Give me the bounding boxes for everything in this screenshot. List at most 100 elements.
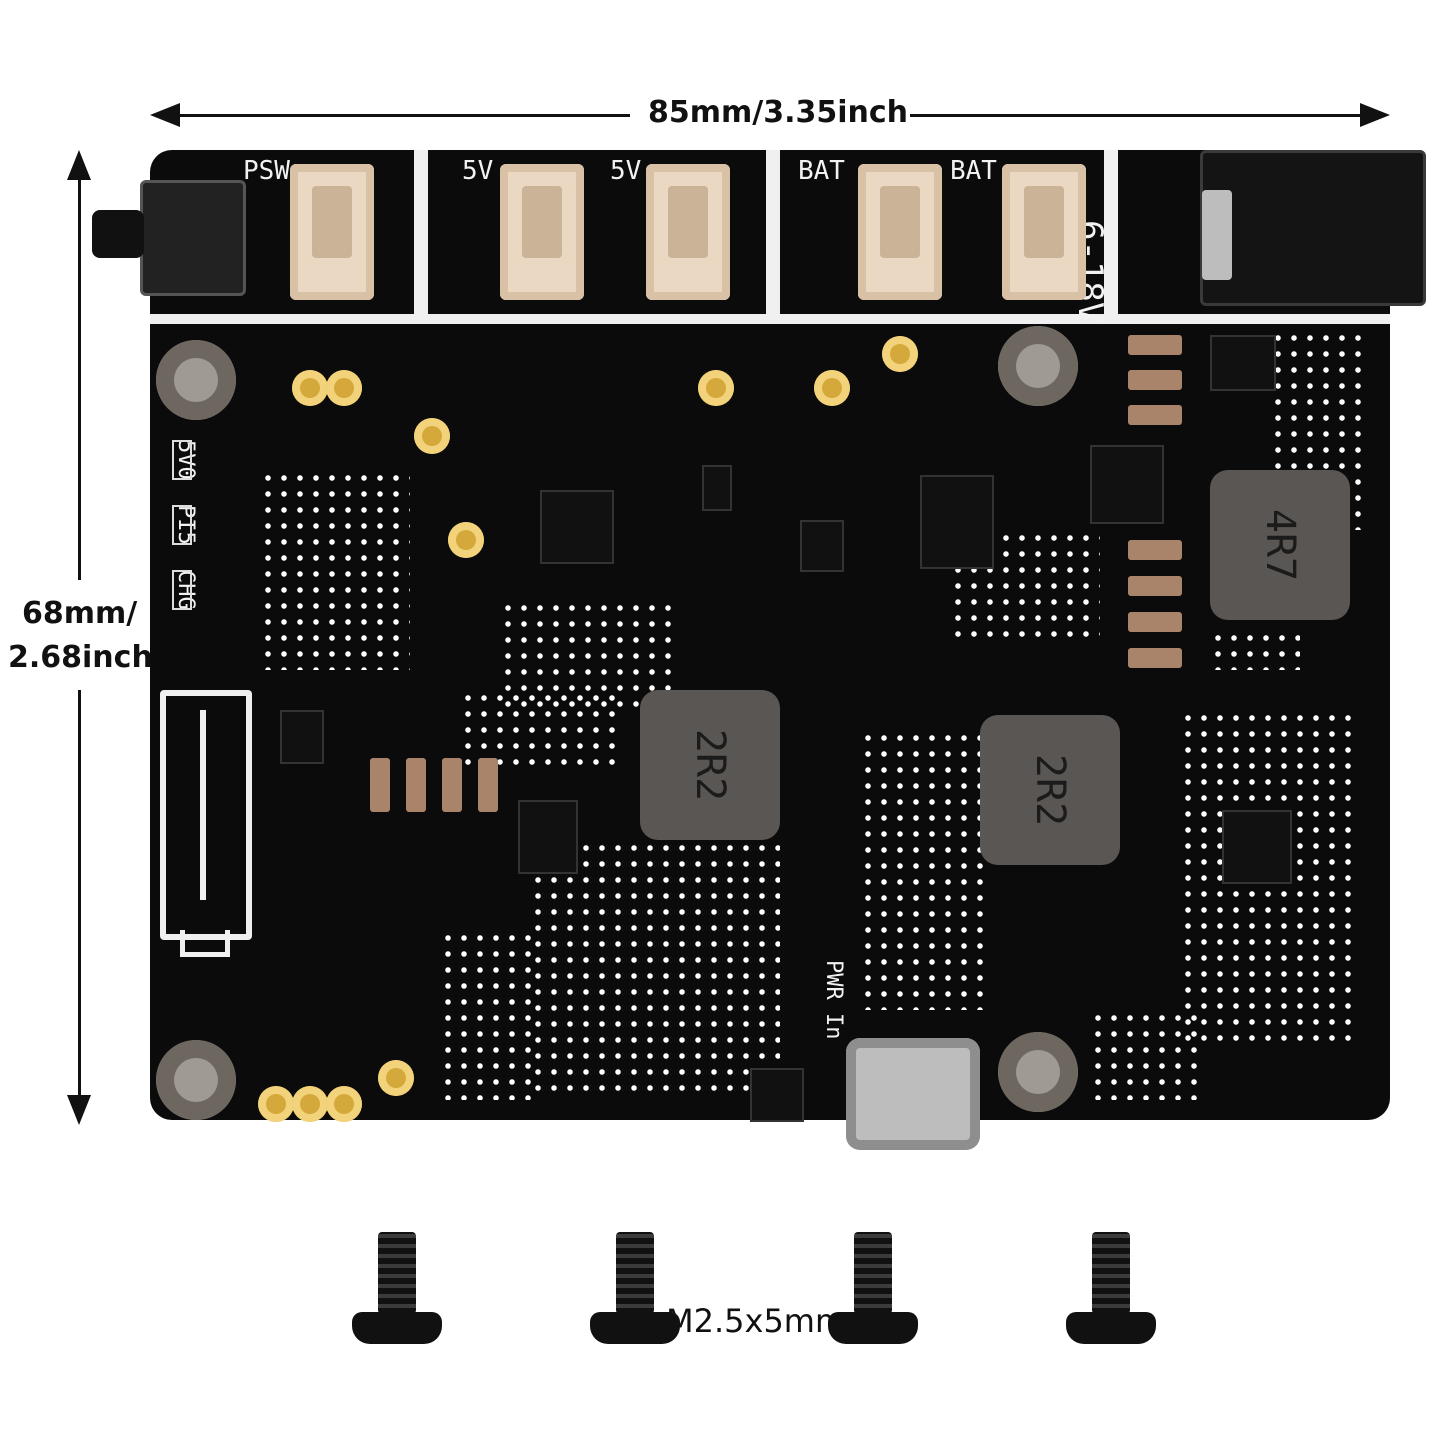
- battery-indicator-tab: [180, 930, 230, 957]
- pogo-pad: [292, 370, 328, 406]
- width-dimension-line-right: [910, 114, 1380, 117]
- divider: [1104, 150, 1118, 320]
- ic-chip: [1222, 810, 1292, 884]
- label-bat-a: BAT: [798, 156, 845, 186]
- ic-chip: [540, 490, 614, 564]
- led-chg: [172, 570, 192, 610]
- width-arrow-left: [150, 103, 180, 127]
- screw-shank: [616, 1232, 654, 1314]
- led-5v0: [172, 440, 192, 480]
- dc-barrel-jack[interactable]: [1200, 150, 1426, 306]
- inductor-2r2-right: 2R2: [980, 715, 1120, 865]
- mounting-hole-bottom-left: [156, 1040, 236, 1120]
- width-dimension-line-left: [160, 114, 630, 117]
- battery-indicator: [160, 690, 252, 940]
- height-dimension-line-bottom: [78, 690, 81, 1100]
- pogo-pad: [698, 370, 734, 406]
- screw-shank: [854, 1232, 892, 1314]
- capacitor: [478, 758, 498, 812]
- capacitor: [1128, 405, 1182, 425]
- mounting-hole-top-mid: [998, 326, 1078, 406]
- screw-4: [1066, 1232, 1156, 1352]
- pogo-pad: [882, 336, 918, 372]
- led-pi5: [172, 505, 192, 545]
- mounting-hole-bottom-mid: [998, 1032, 1078, 1112]
- via-field: [440, 930, 540, 1100]
- pogo-pad: [814, 370, 850, 406]
- pogo-pad: [326, 370, 362, 406]
- pogo-pad: [414, 418, 450, 454]
- screw-head: [352, 1312, 442, 1344]
- connector-bat-a[interactable]: [858, 164, 942, 300]
- via-field: [460, 690, 620, 770]
- screw-head: [1066, 1312, 1156, 1344]
- pcb-board: PSW 5V 5V BAT BAT 6-18V 5V0 PI5 CHG 2R2 …: [92, 150, 1426, 1150]
- height-dimension-label-2: 2.68inch: [8, 640, 153, 675]
- inductor-label: 4R7: [1257, 508, 1303, 582]
- usb-c-port[interactable]: [846, 1038, 980, 1150]
- height-arrow-top: [67, 150, 91, 180]
- screw-head: [828, 1312, 918, 1344]
- ic-chip: [1210, 335, 1276, 391]
- capacitor: [1128, 648, 1182, 668]
- capacitor: [1128, 540, 1182, 560]
- via-field: [860, 730, 990, 1010]
- via-field: [1090, 1010, 1200, 1100]
- capacitor: [406, 758, 426, 812]
- battery-indicator-bar: [200, 710, 206, 900]
- label-5v-a: 5V: [462, 156, 494, 186]
- power-switch-knob[interactable]: [92, 210, 144, 258]
- mounting-hole-top-left: [156, 340, 236, 420]
- width-arrow-right: [1360, 103, 1390, 127]
- dc-jack-pin: [1202, 190, 1232, 280]
- capacitor: [370, 758, 390, 812]
- pogo-pad: [326, 1086, 362, 1122]
- capacitor: [1128, 576, 1182, 596]
- divider: [150, 314, 1390, 324]
- capacitor: [442, 758, 462, 812]
- screw-1: [352, 1232, 442, 1352]
- ic-chip: [702, 465, 732, 511]
- capacitor: [1128, 612, 1182, 632]
- divider: [766, 150, 780, 320]
- ic-chip: [800, 520, 844, 572]
- inductor-label: 2R2: [687, 728, 733, 802]
- divider: [414, 150, 428, 320]
- connector-5v-b[interactable]: [646, 164, 730, 300]
- width-dimension-label: 85mm/3.35inch: [648, 95, 909, 130]
- ic-chip: [518, 800, 578, 874]
- label-pwr-in: PWR In: [821, 960, 846, 1040]
- connector-bat-b[interactable]: [1002, 164, 1086, 300]
- height-arrow-bottom: [67, 1095, 91, 1125]
- screw-label: M2.5x5mm: [666, 1302, 847, 1340]
- via-field: [530, 840, 780, 1100]
- capacitor: [1128, 335, 1182, 355]
- screw-head: [590, 1312, 680, 1344]
- height-dimension-line-top: [78, 180, 81, 580]
- pogo-pad: [448, 522, 484, 558]
- label-psw: PSW: [243, 156, 290, 186]
- inductor-2r2-left: 2R2: [640, 690, 780, 840]
- screw-shank: [1092, 1232, 1130, 1314]
- power-switch[interactable]: [140, 180, 246, 296]
- ic-chip: [280, 710, 324, 764]
- via-field: [260, 470, 410, 670]
- capacitor: [1128, 370, 1182, 390]
- pogo-pad: [378, 1060, 414, 1096]
- ic-chip: [920, 475, 994, 569]
- pogo-pad: [292, 1086, 328, 1122]
- ic-chip: [1090, 445, 1164, 524]
- label-bat-b: BAT: [950, 156, 997, 186]
- inductor-4r7: 4R7: [1210, 470, 1350, 620]
- connector-psw[interactable]: [290, 164, 374, 300]
- screw-3: [828, 1232, 918, 1352]
- screw-2: [590, 1232, 680, 1352]
- label-5v-b: 5V: [610, 156, 642, 186]
- ic-chip: [750, 1068, 804, 1122]
- screw-shank: [378, 1232, 416, 1314]
- connector-5v-a[interactable]: [500, 164, 584, 300]
- inductor-label: 2R2: [1027, 753, 1073, 827]
- height-dimension-label-1: 68mm/: [22, 596, 138, 631]
- pogo-pad: [258, 1086, 294, 1122]
- via-field: [1210, 630, 1300, 670]
